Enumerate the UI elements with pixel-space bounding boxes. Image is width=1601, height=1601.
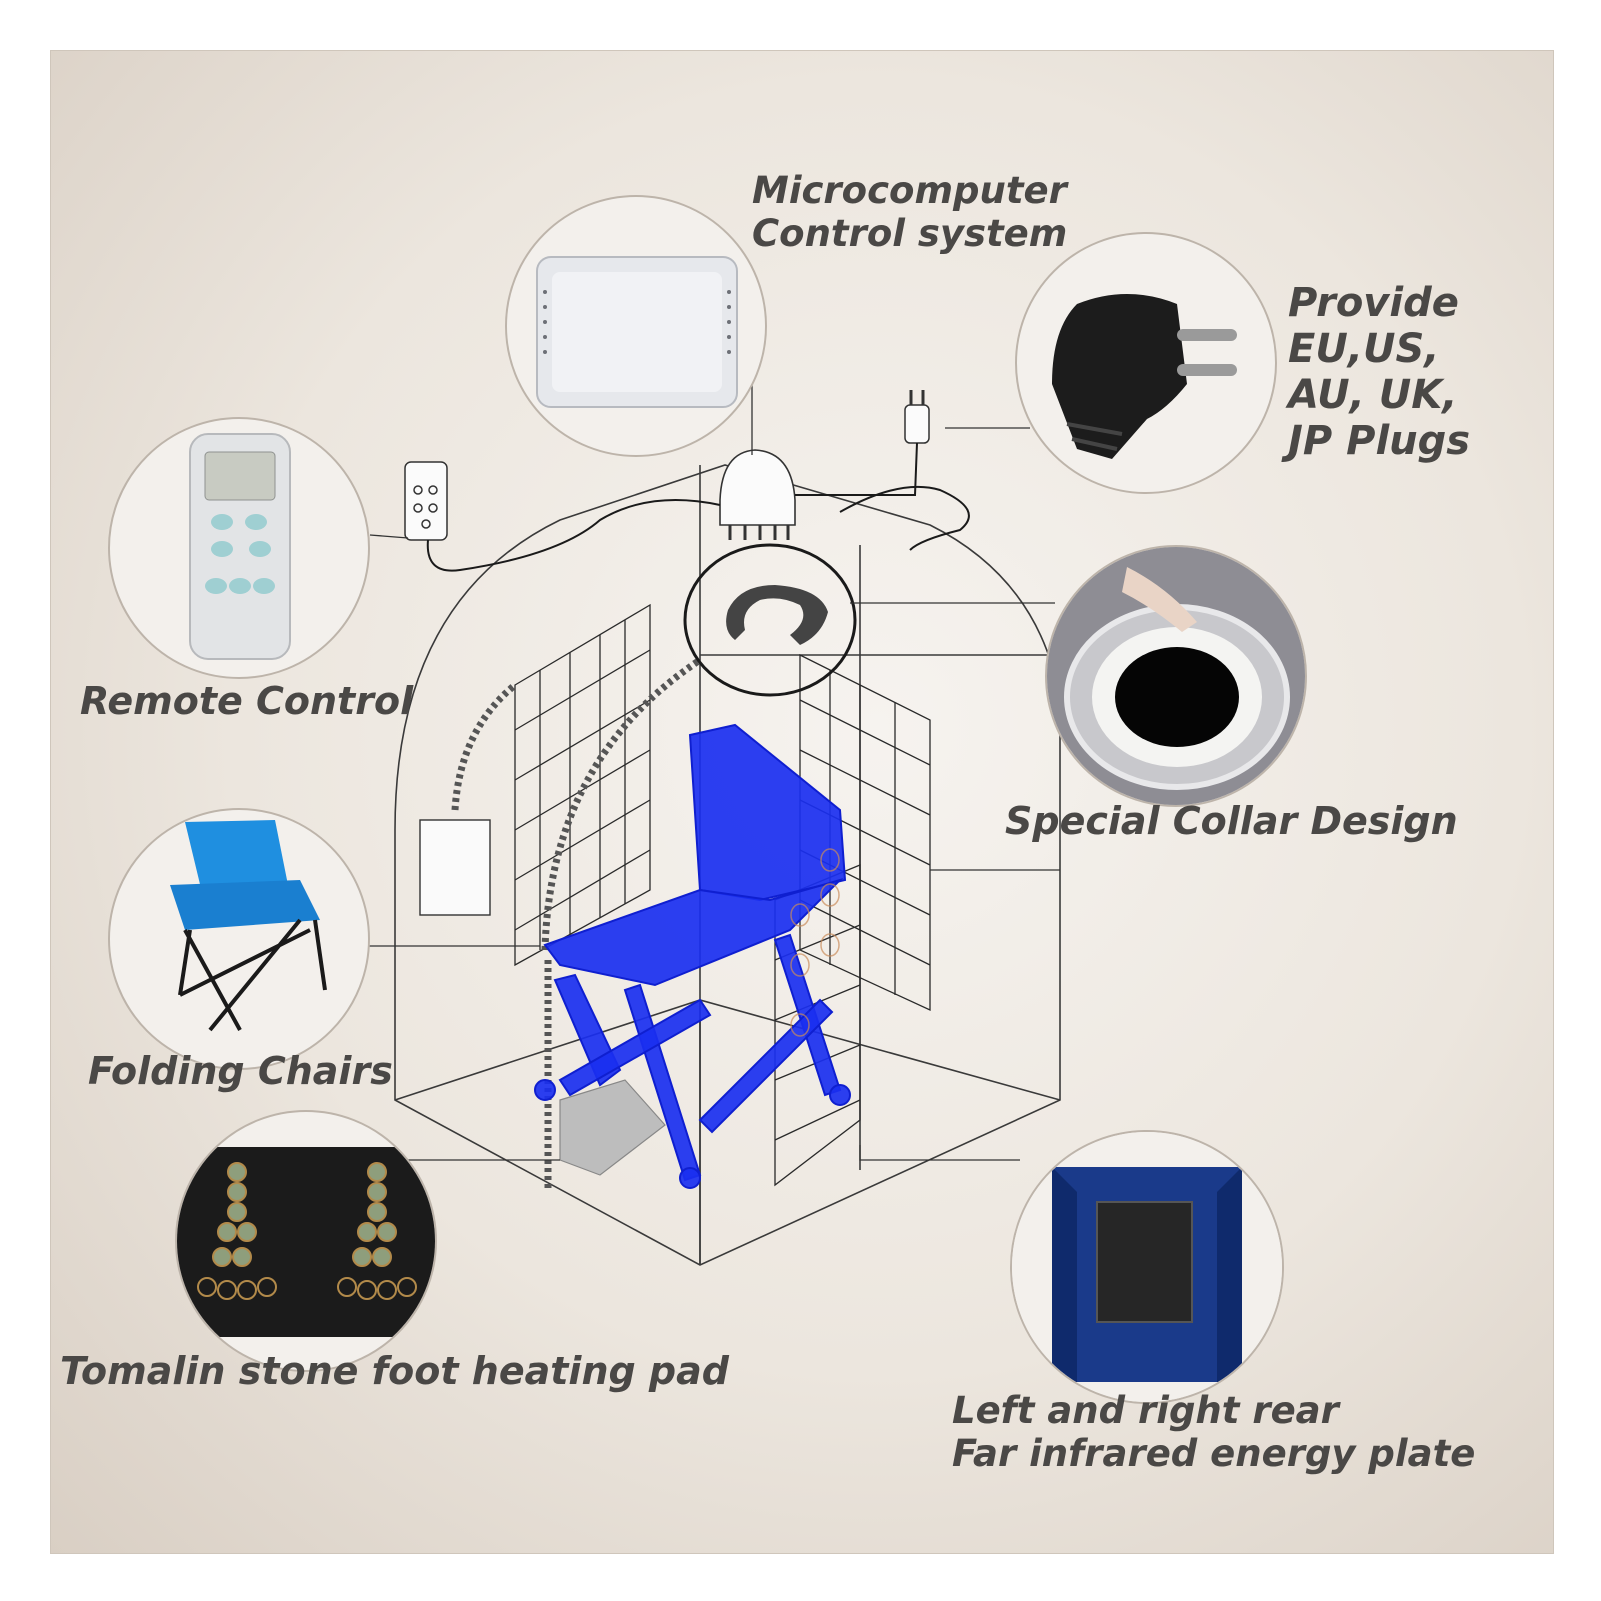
- plugs-label-line3: AU, UK,: [1288, 372, 1458, 418]
- plug-circle: [1015, 232, 1277, 494]
- collar-icon: [1047, 547, 1305, 805]
- collar-label: Special Collar Design: [1005, 799, 1458, 843]
- plugs-label-line1: Provide: [1288, 280, 1459, 326]
- foot-pad-circle: [175, 1110, 437, 1372]
- remote-circle: [108, 417, 370, 679]
- small-remote-drawing: [404, 461, 448, 541]
- microcomputer-label: Microcomputer Control system: [752, 169, 1068, 255]
- energy-plate-label: Left and right rear Far infrared energy …: [952, 1389, 1476, 1475]
- folding-chairs-label: Folding Chairs: [88, 1049, 393, 1093]
- folding-chair-icon: [170, 820, 327, 1032]
- collar-ring: [683, 543, 857, 697]
- energy-plate-circle: [1010, 1130, 1284, 1404]
- heating-strip: [451, 657, 702, 1190]
- remote-control-label: Remote Control: [80, 679, 414, 723]
- heating-coils: [790, 848, 840, 1037]
- energy-plate-label-line1: Left and right rear: [952, 1389, 1339, 1432]
- microcomputer-label-line2: Control system: [752, 211, 1068, 255]
- foot-pad-icon: [177, 1147, 435, 1337]
- plugs-label-line2: EU,US,: [1288, 326, 1440, 372]
- blue-chair: [534, 723, 851, 1189]
- collar-circle: [1045, 545, 1307, 807]
- plugs-label: Provide EU,US, AU, UK, JP Plugs: [1288, 280, 1470, 464]
- plugs-label-line4: JP Plugs: [1288, 418, 1471, 464]
- small-plug-drawing: [904, 390, 930, 444]
- chair-circle: [108, 808, 370, 1070]
- tent-outline: [394, 464, 1061, 1266]
- remote-icon: [189, 433, 291, 660]
- controller-circle: [505, 195, 767, 457]
- energy-plate-icon: [1012, 1132, 1282, 1402]
- controller-box-icon: [536, 256, 738, 408]
- plug-icon: [1052, 294, 1237, 459]
- left-mesh-panel: [514, 603, 651, 967]
- side-window: [419, 819, 491, 916]
- foot-pad-drawing: [559, 1079, 666, 1176]
- pointer-lines: [365, 375, 1060, 1161]
- controller-unit: [719, 449, 796, 540]
- foot-pad-label: Tomalin stone foot heating pad: [60, 1349, 729, 1393]
- energy-plate-label-line2: Far infrared energy plate: [952, 1431, 1476, 1475]
- microcomputer-label-line1: Microcomputer: [752, 169, 1067, 212]
